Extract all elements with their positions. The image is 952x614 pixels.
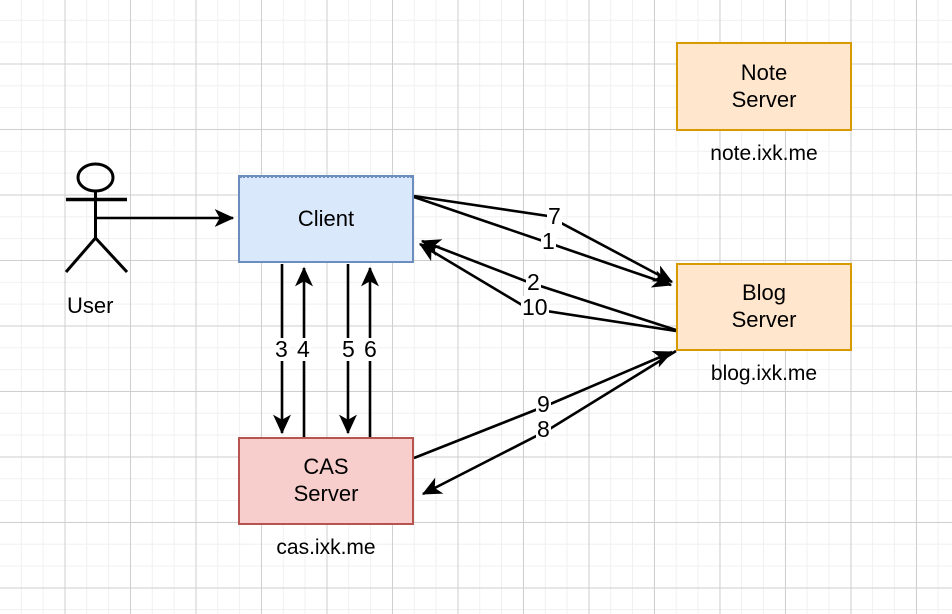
node-cas-server-label-line1: CAS bbox=[303, 454, 349, 480]
node-cas-server-label-line2: Server bbox=[293, 481, 359, 506]
edge-blog-to-client-2 bbox=[420, 239, 677, 332]
caption-blog-server: blog.ixk.me bbox=[710, 362, 818, 385]
edge-label-6: 6 bbox=[363, 336, 378, 362]
node-client[interactable]: Client bbox=[238, 175, 414, 263]
node-client-label: Client bbox=[297, 205, 355, 231]
actor-head-icon bbox=[76, 162, 115, 193]
edge-label-9: 9 bbox=[536, 391, 551, 417]
edge-label-3: 3 bbox=[274, 336, 289, 362]
stick-figure-user bbox=[64, 162, 129, 274]
actor-label-user: User bbox=[67, 293, 114, 318]
caption-note-server: note.ixk.me bbox=[710, 142, 818, 165]
caption-cas-server: cas.ixk.me bbox=[276, 536, 376, 559]
node-blog-server-label-line2: Server bbox=[731, 307, 797, 332]
node-note-server-label-line2: Server bbox=[731, 86, 797, 112]
actor-leg-left bbox=[64, 237, 97, 273]
node-note-server[interactable]: Note Server bbox=[676, 42, 852, 131]
node-blog-server-label-line1: Blog bbox=[741, 280, 787, 306]
edge-label-4: 4 bbox=[296, 336, 311, 362]
node-note-server-label-line1: Note bbox=[740, 59, 788, 85]
edge-label-2: 2 bbox=[526, 269, 541, 295]
node-cas-server[interactable]: CAS Server bbox=[238, 437, 414, 525]
edge-label-10: 10 bbox=[521, 294, 549, 320]
edge-label-5: 5 bbox=[341, 336, 356, 362]
edge-label-8: 8 bbox=[536, 416, 551, 442]
edge-label-1: 1 bbox=[541, 228, 556, 254]
edge-label-7: 7 bbox=[547, 203, 562, 229]
node-blog-server[interactable]: Blog Server bbox=[676, 263, 852, 351]
actor-leg-right bbox=[94, 236, 129, 274]
